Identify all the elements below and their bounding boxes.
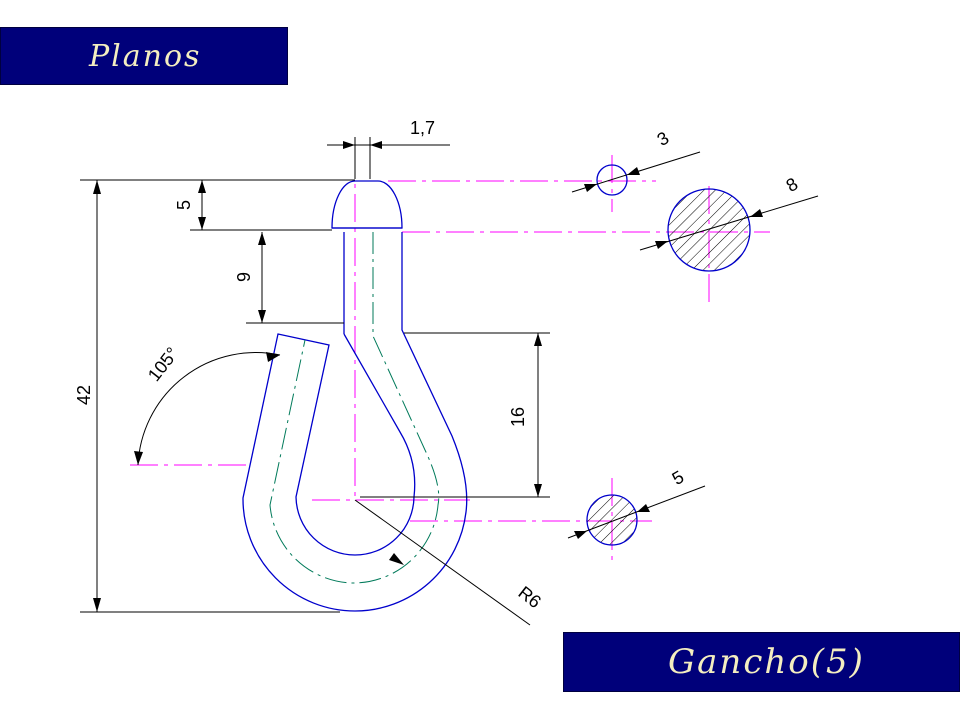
arrow-thick-1 xyxy=(343,141,355,149)
arrow-16-top xyxy=(534,333,542,346)
label-hook-opening: 16 xyxy=(508,407,528,427)
arrow-angle-top xyxy=(266,352,280,362)
label-small-section: 3 xyxy=(654,128,673,150)
large-section-circle xyxy=(667,188,751,272)
label-thickness: 1,7 xyxy=(410,118,435,138)
arrow-5b-b xyxy=(637,504,650,512)
bottom-section-circle xyxy=(586,494,638,546)
arrow-3-b xyxy=(627,167,640,175)
hook-outline xyxy=(242,180,468,612)
arrow-thick-2 xyxy=(370,141,382,149)
hook-body xyxy=(242,232,468,612)
arrow-9-bottom xyxy=(258,310,266,323)
arrow-r6 xyxy=(389,553,404,565)
arrow-angle-bottom xyxy=(134,451,143,465)
arrow-5b-a xyxy=(574,531,587,539)
caption-text: Gancho(5) xyxy=(668,642,865,682)
arrow-8-b xyxy=(750,209,763,217)
label-total-height: 42 xyxy=(74,385,94,405)
label-angle: 105° xyxy=(144,343,183,385)
section-circles xyxy=(586,164,751,546)
arrow-5-bottom xyxy=(198,217,206,230)
title-text: Planos xyxy=(89,38,202,74)
caption-banner: Gancho(5) xyxy=(563,632,960,692)
dim-line-bottom5 xyxy=(567,485,706,539)
arrow-9-top xyxy=(258,232,266,245)
label-bottom-section: 5 xyxy=(669,467,688,489)
arrow-5-top xyxy=(198,180,206,193)
title-banner: Planos xyxy=(0,27,288,85)
hook-head xyxy=(331,180,403,229)
arrow-3-a xyxy=(584,184,597,192)
dim-line-8 xyxy=(639,195,819,251)
label-radius: R6 xyxy=(514,582,544,612)
arrowheads xyxy=(93,141,763,612)
small-section-circle xyxy=(596,164,628,196)
arrow-42-bottom xyxy=(93,598,101,612)
dimension-lines xyxy=(80,137,819,626)
arrow-8-a xyxy=(655,241,668,249)
hook-axis xyxy=(269,232,440,584)
angle-arc xyxy=(137,352,281,466)
arrow-16-bottom xyxy=(534,484,542,497)
label-head-height: 5 xyxy=(174,200,194,210)
label-large-section: 8 xyxy=(783,174,802,196)
radius-leader xyxy=(354,499,531,626)
label-neck-length: 9 xyxy=(234,272,254,282)
arrow-42-top xyxy=(93,180,101,194)
